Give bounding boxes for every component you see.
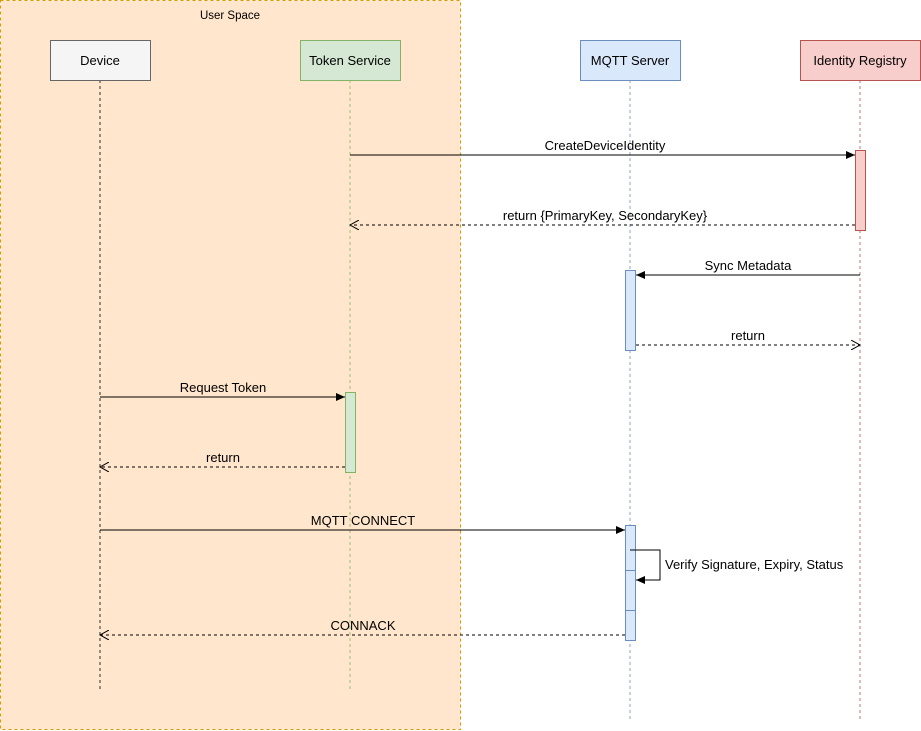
svg-text:MQTT Server: MQTT Server (591, 53, 670, 68)
activation-identity-registry (855, 150, 866, 231)
svg-text:return: return (206, 450, 240, 465)
activation-mqtt-sync (625, 270, 636, 351)
svg-text:return {PrimaryKey, SecondaryK: return {PrimaryKey, SecondaryKey} (503, 208, 708, 223)
user-space-region (0, 0, 461, 730)
message-connack: CONNACK (100, 618, 625, 635)
message-sync-metadata: Sync Metadata (636, 258, 860, 279)
participant-device: Device (50, 40, 151, 81)
message-mqtt-connect: MQTT CONNECT (100, 513, 625, 534)
message-return-sync: return (636, 328, 860, 345)
svg-text:CONNACK: CONNACK (330, 618, 395, 633)
participant-token-service: Token Service (300, 40, 401, 81)
message-verify-self-call: Verify Signature, Expiry, Status (630, 549, 844, 584)
participant-identity-registry: Identity Registry (800, 40, 921, 81)
svg-text:Identity Registry: Identity Registry (813, 53, 907, 68)
participant-mqtt-server: MQTT Server (580, 40, 681, 81)
svg-text:Token Service: Token Service (309, 53, 391, 68)
svg-text:Sync Metadata: Sync Metadata (705, 258, 792, 273)
svg-text:return: return (731, 328, 765, 343)
message-return-token: return (100, 450, 345, 467)
message-request-token: Request Token (100, 380, 345, 401)
svg-text:Verify Signature, Expiry, Stat: Verify Signature, Expiry, Status (665, 557, 844, 572)
message-return-keys: return {PrimaryKey, SecondaryKey} (350, 208, 855, 225)
user-space-label: User Space (200, 10, 260, 22)
activation-token-service (345, 392, 356, 473)
svg-text:Request Token: Request Token (180, 380, 267, 395)
svg-text:Device: Device (80, 53, 120, 68)
activation-mqtt-verify (625, 570, 636, 611)
svg-text:CreateDeviceIdentity: CreateDeviceIdentity (545, 138, 666, 153)
message-create-device-identity: CreateDeviceIdentity (350, 138, 855, 159)
svg-text:MQTT CONNECT: MQTT CONNECT (311, 513, 416, 528)
